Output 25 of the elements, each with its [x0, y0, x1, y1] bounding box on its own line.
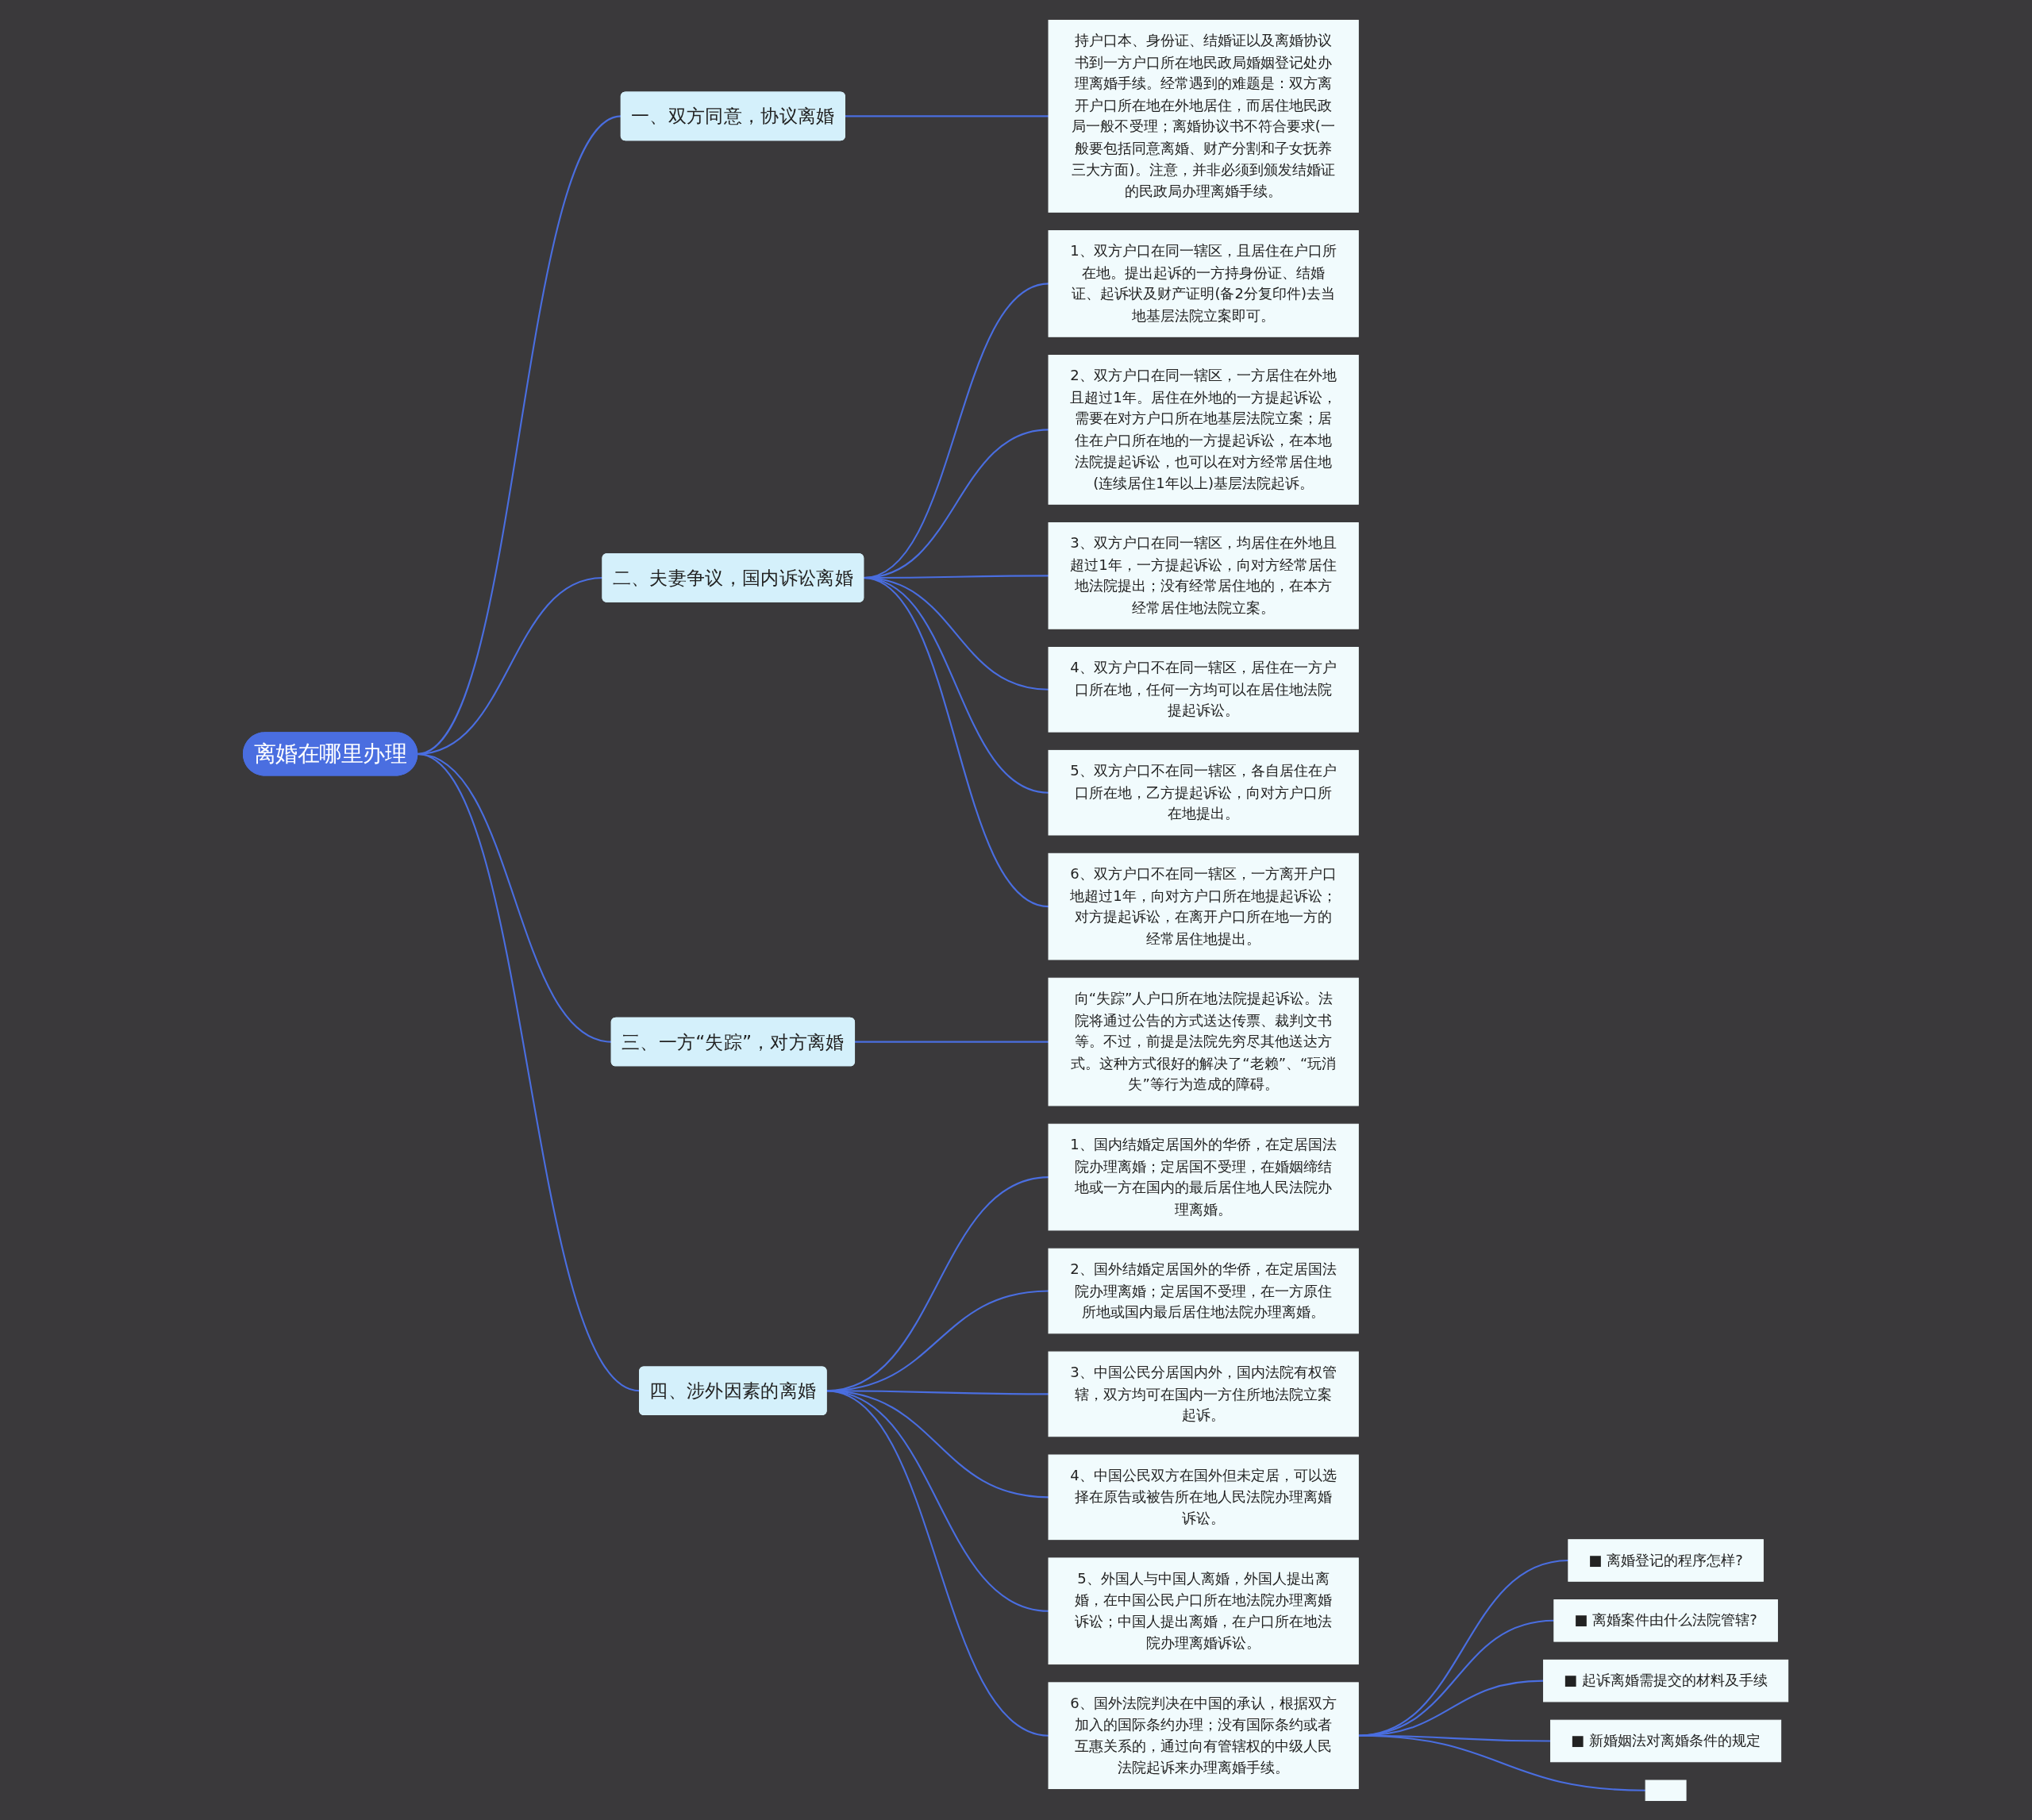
node-box: 3、中国公民分居国内外，国内法院有权管辖，双方均可在国内一方住所地法院立案起诉。 [1048, 1351, 1360, 1437]
node-box: 2、国外结婚定居国外的华侨，在定居国法院办理离婚；定居国不受理，在一方原住所地或国内最后居住地法院办理离婚。 [1048, 1248, 1360, 1333]
connector [417, 752, 641, 1391]
node-box [1645, 1780, 1688, 1801]
connector [854, 1041, 1049, 1043]
node-box: 1、双方户口在同一辖区，且居住在户口所在地。提出起诉的一方持身份证、结婚证、起诉状及财产证明(备2分复印件)去当地基层法院立案即可。 [1048, 229, 1360, 337]
node-box: 3、双方户口在同一辖区，均居住在外地且超过1年，一方提起诉讼，向对方经常居住地法院提出；没有经常居住地的，在本方经常居住地法院立案。 [1048, 521, 1360, 629]
node-box: 5、外国人与中国人离婚，外国人提出离婚，在中国公民户口所在地法院办理离婚诉讼；中国人提出离婚，在户口所在地法院办理离婚诉讼。 [1048, 1556, 1360, 1664]
node-box: ■ 起诉离婚需提交的材料及手续 [1543, 1659, 1789, 1702]
node-box: 2、双方户口在同一辖区，一方居住在外地且超过1年。居住在外地的一方提起诉讼，需要在对方户口所在地基层法院立案；居住在户口所在地的一方提起诉讼，在本地法院提起诉讼，也可以在对方经常居住地(连续居住1年以上)基层法院起诉。 [1048, 354, 1360, 505]
node-box: 6、国外法院判决在中国的承认，根据双方加入的国际条约办理；没有国际条约或者互惠关系的，通过向有管辖权的中级人民法院起诉来办理离婚手续。 [1048, 1681, 1360, 1789]
node-box: 6、双方户口不在同一辖区，一方离开户口地超过1年，向对方户口所在地提起诉讼；对方提起诉讼，在离开户口所在地一方的经常居住地提出。 [1048, 852, 1360, 960]
node-box: ■ 离婚登记的程序怎样? [1568, 1538, 1765, 1582]
node-box: 4、中国公民双方在国外但未定居，可以选择在原告或被告所在地人民法院办理离婚诉讼。 [1048, 1454, 1360, 1540]
connector [1358, 1734, 1646, 1791]
node-box: 5、双方户口不在同一辖区，各自居住在户口所在地，乙方提起诉讼，向对方户口所在地提出。 [1048, 749, 1360, 836]
connector [826, 1389, 1049, 1737]
node-box: 4、双方户口不在同一辖区，居住在一方户口所在地，任何一方均可以在居住地法院提起诉讼。 [1048, 646, 1360, 733]
connector [845, 114, 1049, 117]
node-box: ■ 离婚案件由什么法院管辖? [1553, 1599, 1779, 1642]
node-box: ■ 新婚姻法对离婚条件的规定 [1550, 1719, 1782, 1762]
connector [1358, 1559, 1569, 1737]
node-box: 向“失踪”人户口所在地法院提起诉讼。法院将通过公告的方式送达传票、裁判文书等。不过，前提是法院先穷尽其他送达方式。这种方式很好的解决了“老赖”、“玩消失”等行为造成的障碍。 [1048, 977, 1360, 1106]
node-box: 持户口本、身份证、结婚证以及离婚协议书到一方户口所在地民政局婚姻登记处办理离婚手续。经常遇到的难题是：双方离开户口所在地在外地居住，而居住地民政局一般不受理；离婚协议书不符合要求(一般要包括同意离婚、财产分割和子女抚养三大方面)。注意，并非必须到颁发结婚证的民政局办理离婚手续。 [1048, 19, 1360, 213]
node-box: 1、国内结婚定居国外的华侨，在定居国法院办理离婚；定居国不受理，在婚姻缔结地或一方在国内的最后居住地人民法院办理离婚。 [1048, 1123, 1360, 1230]
